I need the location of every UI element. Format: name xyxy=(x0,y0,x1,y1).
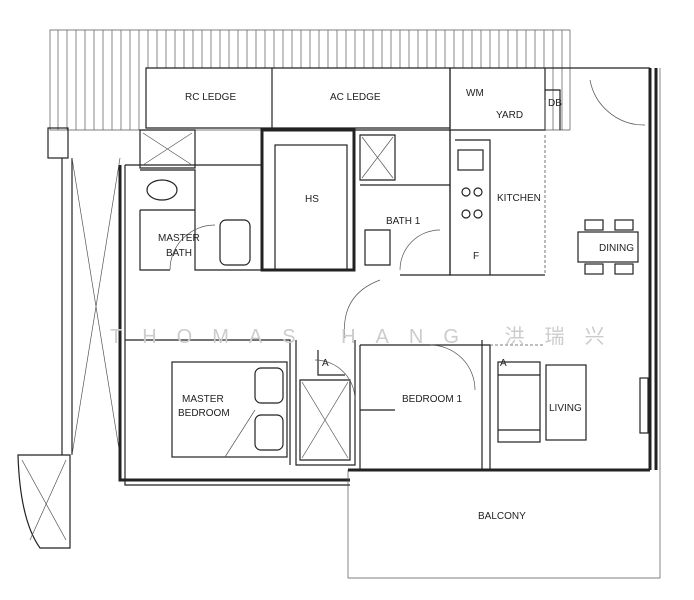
label-dining: DINING xyxy=(599,243,634,254)
label-bath-1: BATH 1 xyxy=(386,216,421,227)
watermark-text: THOMAS HANG 洪瑞兴 xyxy=(110,325,624,348)
label-master-bath-line1: MASTER xyxy=(158,233,200,244)
label-wardrobe-a1: A xyxy=(322,358,329,369)
left-planter xyxy=(17,127,121,549)
label-master-bedroom-line1: MASTER xyxy=(182,394,224,405)
label-master-bath-line2: BATH xyxy=(166,248,192,259)
label-bedroom-1: BEDROOM 1 xyxy=(402,394,462,405)
label-hs: HS xyxy=(305,194,319,205)
room-labels: RC LEDGE AC LEDGE WM YARD DB HS BATH 1 K… xyxy=(158,88,634,522)
label-yard: YARD xyxy=(496,110,523,121)
ledge-hatching xyxy=(49,29,571,131)
label-kitchen: KITCHEN xyxy=(497,193,541,204)
label-living: LIVING xyxy=(549,403,582,414)
label-db: DB xyxy=(548,98,562,109)
label-balcony: BALCONY xyxy=(478,511,526,522)
walls xyxy=(118,67,661,579)
label-wm: WM xyxy=(466,88,484,99)
label-fridge: F xyxy=(473,251,479,262)
label-rc-ledge: RC LEDGE xyxy=(185,92,236,103)
label-wardrobe-a2: A xyxy=(500,358,507,369)
label-master-bedroom-line2: BEDROOM xyxy=(178,408,230,419)
label-ac-ledge: AC LEDGE xyxy=(330,92,381,103)
